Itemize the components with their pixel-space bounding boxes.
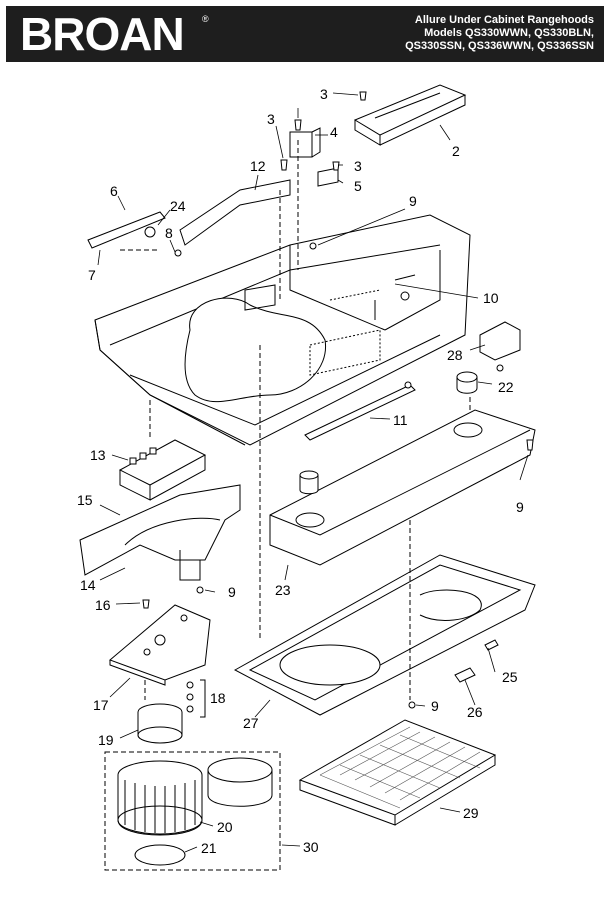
part-5-bracket	[317, 167, 339, 187]
callout-9: 9	[409, 193, 417, 209]
callout-12: 12	[250, 158, 266, 174]
callout-24: 24	[170, 198, 186, 214]
callout-16: 16	[95, 597, 111, 613]
callout-15: 15	[77, 492, 93, 508]
diagram-title: Allure Under Cabinet Rangehoods	[414, 14, 594, 26]
part-18-grommets	[186, 679, 206, 718]
callout-23: 23	[275, 582, 291, 598]
header-text: Allure Under Cabinet Rangehoods Models Q…	[405, 14, 594, 53]
callout-4: 4	[330, 124, 338, 140]
callout-29: 29	[463, 805, 479, 821]
part-21-disk	[134, 844, 186, 866]
part-26-clip	[454, 667, 476, 683]
models-line-2: QS330SSN, QS336WWN, QS336SSN	[405, 40, 594, 52]
part-22-socket	[456, 371, 478, 394]
callout-27: 27	[243, 715, 259, 731]
callout-6: 6	[110, 183, 118, 199]
part-30-kit-outline	[104, 751, 281, 871]
part-17-motor-plate	[109, 599, 211, 686]
brand-logo: BROAN	[20, 8, 185, 60]
callout-2: 2	[452, 143, 460, 159]
callout-labels: 3 3 4 2 12 3 5 6 24 9 8 7 10 28 22 11 13…	[77, 86, 524, 856]
part-23-light-tray	[269, 409, 536, 566]
callout-7: 7	[88, 267, 96, 283]
callout-3: 3	[320, 86, 328, 102]
callout-26: 26	[467, 704, 483, 720]
part-25-screw	[484, 639, 499, 651]
header-bar: BROAN ® Allure Under Cabinet Rangehoods …	[6, 6, 604, 62]
screw-part-9-upper	[309, 242, 317, 250]
callout-10: 10	[483, 290, 499, 306]
callout-14: 14	[80, 577, 96, 593]
screw-parts-3	[280, 91, 367, 171]
callout-30: 30	[303, 839, 319, 855]
registered-mark: ®	[202, 14, 209, 24]
part-28-bracket	[479, 321, 521, 372]
callout-19: 19	[98, 732, 114, 748]
callout-20: 20	[217, 819, 233, 835]
callout-9: 9	[516, 499, 524, 515]
callout-9: 9	[431, 698, 439, 714]
part-20-blower-wheel	[117, 760, 203, 836]
part-11-strip	[304, 381, 416, 441]
callout-28: 28	[447, 347, 463, 363]
hood-housing	[94, 214, 471, 446]
callout-3: 3	[354, 158, 362, 174]
callout-11: 11	[393, 412, 408, 428]
callout-leaders	[97, 92, 529, 853]
part-29-filter	[298, 719, 497, 826]
part-19-motor	[137, 703, 183, 744]
callout-8: 8	[165, 225, 173, 241]
part-12-top-panel	[179, 179, 291, 246]
callout-13: 13	[90, 447, 106, 463]
part-6-control-panel	[87, 211, 166, 249]
part-20-ring	[207, 757, 273, 807]
part-13-light-housing	[118, 439, 207, 501]
callout-22: 22	[498, 379, 514, 395]
screw-part-9-lower	[196, 586, 204, 594]
callout-21: 21	[201, 840, 217, 856]
callout-25: 25	[502, 669, 518, 685]
callout-18: 18	[210, 690, 226, 706]
part-4-bracket	[289, 127, 321, 158]
callout-17: 17	[93, 697, 109, 713]
part-27-lens	[233, 554, 536, 716]
part-14-scroll-housing	[79, 484, 241, 581]
callout-3: 3	[267, 111, 275, 127]
screw-part-9-tray	[408, 701, 416, 709]
models-line-1: Models QS330WWN, QS330BLN,	[424, 27, 594, 39]
screw-part-8	[174, 249, 182, 257]
part-2-damper	[353, 84, 467, 146]
callout-5: 5	[354, 178, 362, 194]
assembly-guide-lines	[120, 140, 471, 700]
callout-9: 9	[228, 584, 236, 600]
